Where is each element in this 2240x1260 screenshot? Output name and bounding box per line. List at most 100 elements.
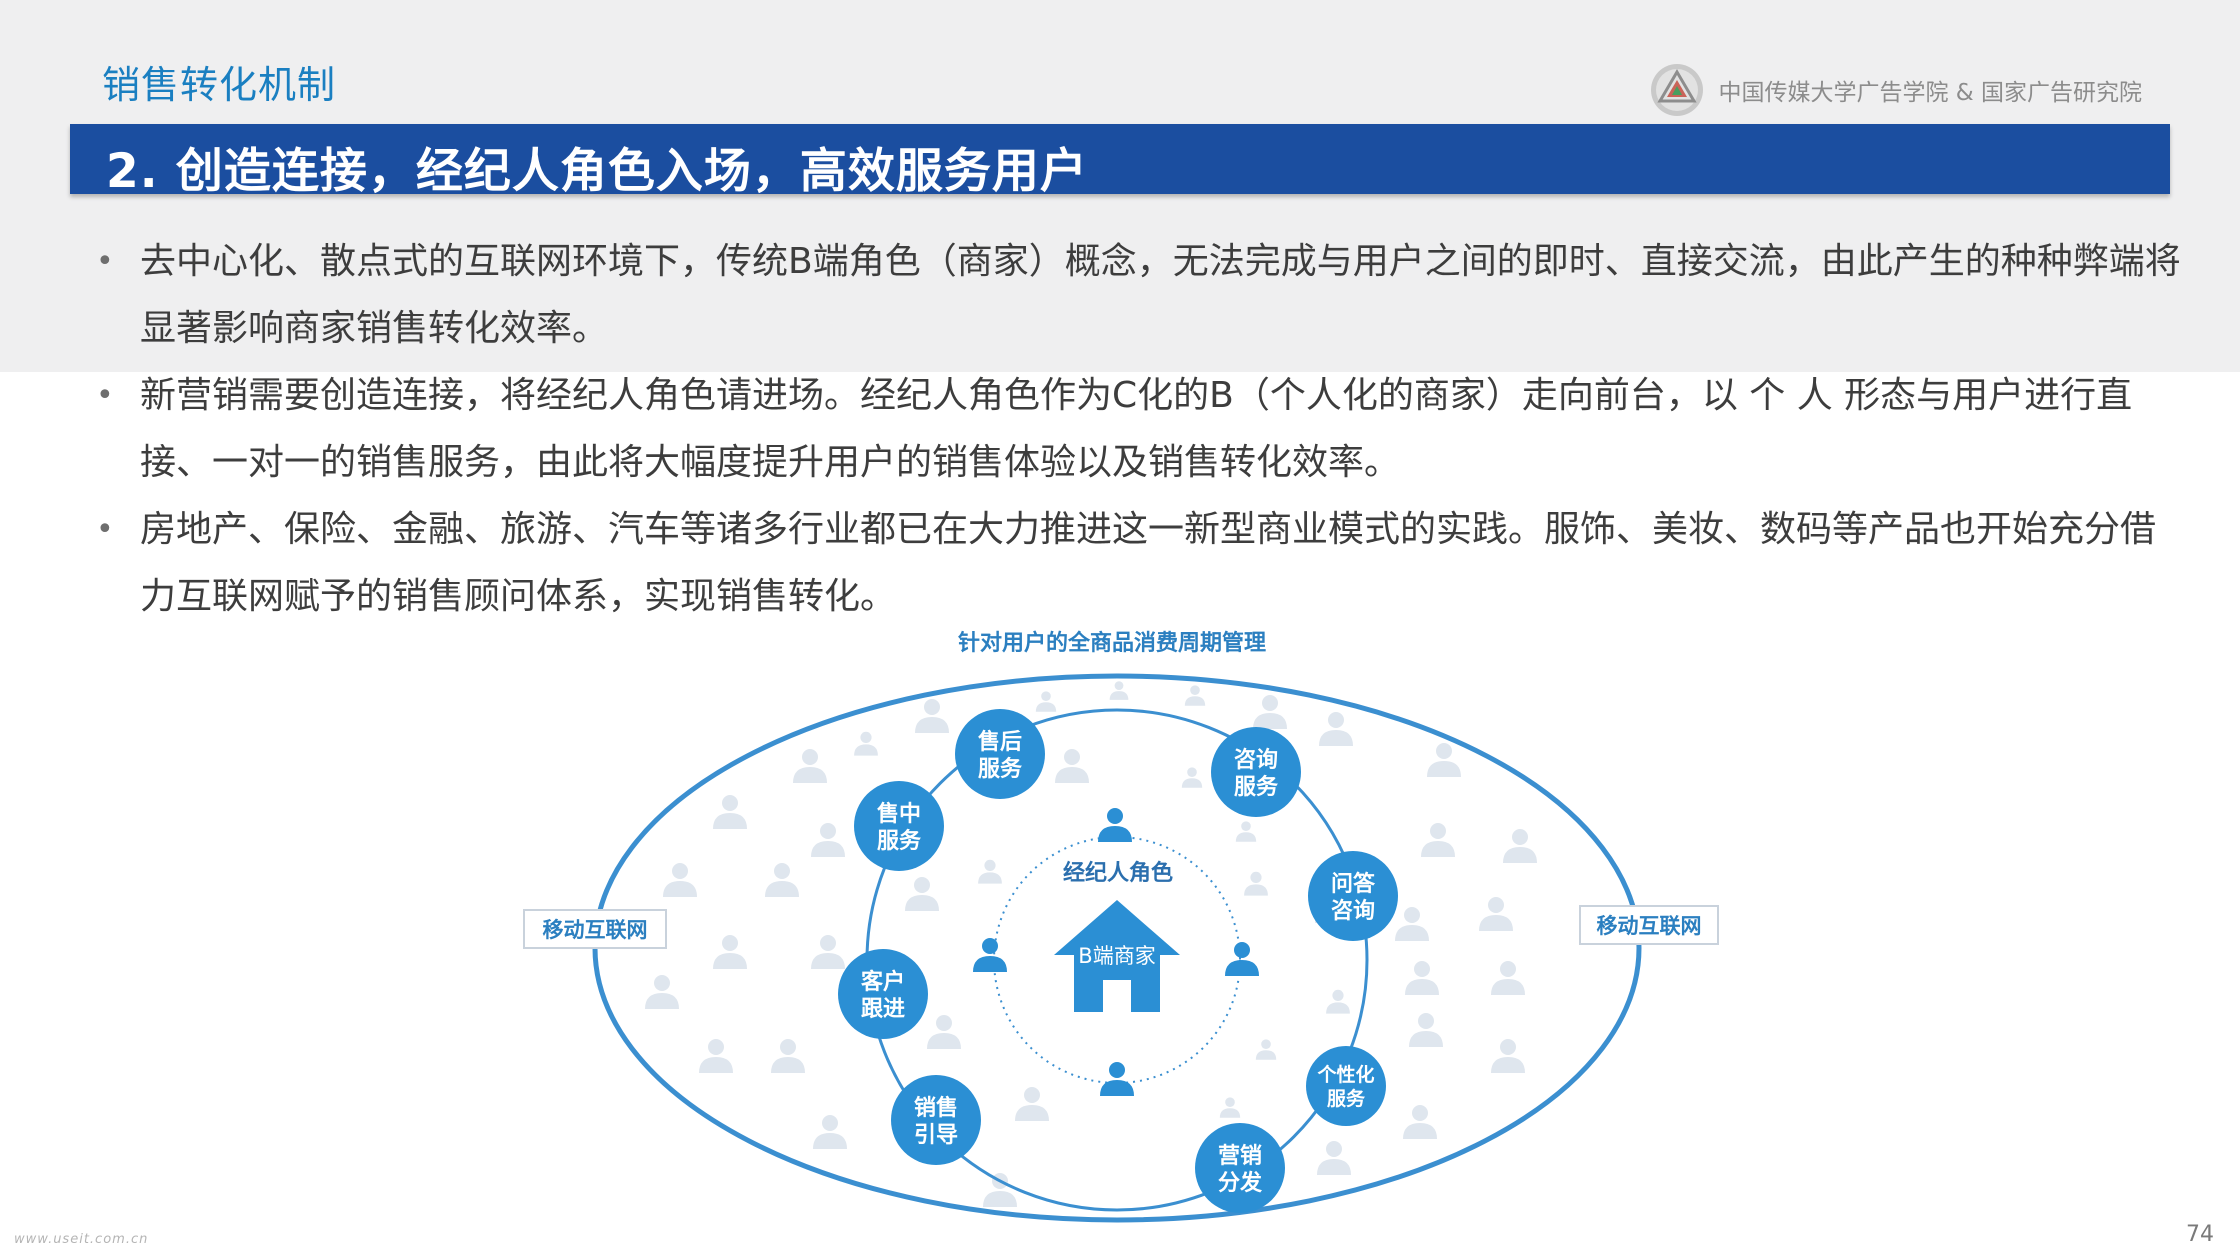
service-node-label: 问答 xyxy=(1331,871,1376,897)
agent-icon xyxy=(1100,1062,1134,1096)
service-node-label: 服务 xyxy=(877,829,922,854)
service-node-circle xyxy=(838,949,928,1039)
service-node: 售后 服务 xyxy=(955,709,1045,799)
user-icon xyxy=(1184,685,1206,706)
user-icon xyxy=(915,699,949,733)
user-icon xyxy=(1421,823,1455,857)
mobile-internet-label-right: 移动互联网 xyxy=(1579,905,1719,945)
org-name: 中国传媒大学广告学院 & 国家广告研究院 xyxy=(1718,80,2142,106)
service-node-label: 跟进 xyxy=(861,997,905,1022)
user-icon xyxy=(811,823,845,857)
service-node-label: 咨询 xyxy=(1331,898,1375,924)
service-node-label: 售后 xyxy=(978,729,1022,755)
service-node: 咨询 服务 xyxy=(1211,727,1301,817)
label-box xyxy=(1579,905,1719,945)
user-icon xyxy=(1055,749,1089,783)
service-node: 营销 分发 xyxy=(1195,1123,1285,1213)
service-node: 销售 引导 xyxy=(891,1075,981,1165)
bullet-dot-icon: • xyxy=(96,244,114,279)
user-icon xyxy=(645,975,679,1009)
service-node-label: 服务 xyxy=(978,757,1023,782)
section-label: 销售转化机制 xyxy=(102,63,337,107)
watermark: www.useit.com.cn xyxy=(14,1232,149,1247)
user-icon xyxy=(699,1039,733,1073)
user-icon xyxy=(793,749,827,783)
house-roof-icon xyxy=(1054,900,1180,955)
user-icon xyxy=(927,1015,961,1049)
bullet-list: • 去中心化、散点式的互联网环境下，传统B端角色（商家）概念，无法完成与用户之间… xyxy=(96,228,2186,630)
agent-role-label: 经纪人角色 xyxy=(1063,860,1173,886)
page-number: 74 xyxy=(2186,1222,2214,1247)
agent-icon xyxy=(973,938,1007,972)
user-icon xyxy=(1317,1141,1351,1175)
user-icon xyxy=(1326,989,1350,1014)
diagram-title: 针对用户的全商品消费周期管理 xyxy=(958,630,1266,656)
user-icon xyxy=(905,877,939,911)
user-icon xyxy=(1253,695,1287,729)
user-icon xyxy=(1235,821,1257,842)
user-icon xyxy=(663,863,697,897)
service-node: 问答 咨询 xyxy=(1308,851,1398,941)
service-nodes: 售后 服务 咨询 服务 售中 服务 问答 咨询 客户 跟进 个性化 服务 xyxy=(838,709,1398,1213)
user-icon xyxy=(1427,743,1461,777)
user-icon xyxy=(1409,1013,1443,1047)
slide-title: 2. 创造连接，经纪人角色入场，高效服务用户 xyxy=(106,144,1088,199)
service-node-circle xyxy=(1211,727,1301,817)
bullet-text: 房地产、保险、金融、旅游、汽车等诸多行业都已在大力推进这一新型商业模式的实践。服… xyxy=(140,509,2157,617)
user-icon xyxy=(813,1115,847,1149)
user-icon xyxy=(1479,897,1513,931)
service-node-circle xyxy=(1195,1123,1285,1213)
service-node-label: 服务 xyxy=(1327,1087,1366,1110)
service-node-label: 销售 xyxy=(914,1095,958,1121)
label-text: 移动互联网 xyxy=(1597,914,1702,938)
mobile-internet-label-left: 移动互联网 xyxy=(523,909,667,949)
agent-icon xyxy=(1225,942,1259,976)
service-node-label: 咨询 xyxy=(1234,747,1278,773)
bullet-dot-icon: • xyxy=(96,378,114,413)
service-node-circle xyxy=(1306,1046,1386,1126)
user-icon xyxy=(1035,691,1057,712)
user-icon xyxy=(1219,1097,1241,1118)
bullet-dot-icon: • xyxy=(96,512,114,547)
user-icon xyxy=(1244,871,1268,896)
service-node: 客户 跟进 xyxy=(838,949,928,1039)
service-node-label: 客户 xyxy=(861,969,905,995)
user-icon xyxy=(854,731,878,756)
user-icon xyxy=(811,935,845,969)
university-logo-icon xyxy=(1651,64,1704,116)
service-node: 售中 服务 xyxy=(854,781,944,871)
user-icon xyxy=(1255,1039,1277,1060)
user-icon xyxy=(765,863,799,897)
service-node: 个性化 服务 xyxy=(1306,1046,1386,1126)
user-icon xyxy=(1403,1105,1437,1139)
user-icon xyxy=(713,795,747,829)
service-node-label: 个性化 xyxy=(1316,1063,1374,1086)
house-door-icon xyxy=(1103,980,1131,1012)
bullet-item: • 房地产、保险、金融、旅游、汽车等诸多行业都已在大力推进这一新型商业模式的实践… xyxy=(96,496,2186,630)
user-icon xyxy=(1109,681,1129,700)
user-icon xyxy=(1503,829,1537,863)
title-bar: 2. 创造连接，经纪人角色入场，高效服务用户 xyxy=(70,124,2170,199)
user-icon xyxy=(978,859,1002,884)
user-icon xyxy=(771,1039,805,1073)
agent-icon xyxy=(1098,808,1132,842)
user-icon xyxy=(1491,1039,1525,1073)
label-box xyxy=(523,909,667,949)
service-node-circle xyxy=(955,709,1045,799)
merchant-house: B端商家 xyxy=(1054,900,1180,1012)
user-icon xyxy=(713,935,747,969)
service-node-label: 服务 xyxy=(1234,775,1279,800)
bullet-item: • 新营销需要创造连接，将经纪人角色请进场。经纪人角色作为C化的B（个人化的商家… xyxy=(96,362,2186,496)
service-node-label: 售中 xyxy=(877,801,921,827)
bullet-text: 新营销需要创造连接，将经纪人角色请进场。经纪人角色作为C化的B（个人化的商家）走… xyxy=(140,375,2133,483)
user-icon xyxy=(1319,712,1353,746)
user-icon xyxy=(1395,907,1429,941)
label-text: 移动互联网 xyxy=(543,918,648,942)
merchant-label: B端商家 xyxy=(1078,944,1155,968)
org-branding: 中国传媒大学广告学院 & 国家广告研究院 xyxy=(1650,62,2142,118)
service-node-circle xyxy=(854,781,944,871)
user-icon xyxy=(1181,767,1203,788)
service-node-label: 分发 xyxy=(1218,1170,1263,1196)
bullet-item: • 去中心化、散点式的互联网环境下，传统B端角色（商家）概念，无法完成与用户之间… xyxy=(96,228,2186,362)
